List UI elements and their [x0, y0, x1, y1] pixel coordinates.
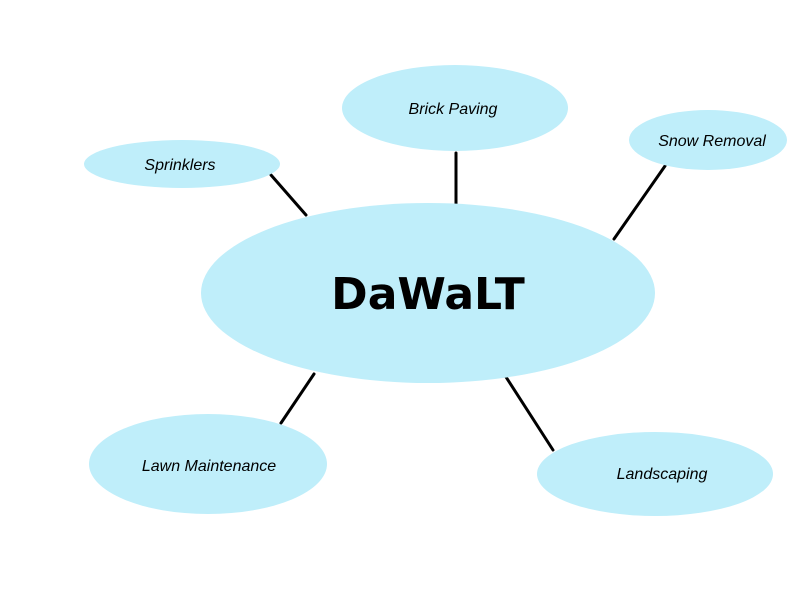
node-bubble: [89, 414, 327, 514]
connector-sprinklers: [269, 173, 308, 217]
connector-snow-removal: [612, 164, 667, 241]
node-bubble: [537, 432, 773, 516]
connector-lawn-maintenance: [279, 372, 316, 425]
node-lawn-maintenance: Lawn Maintenance: [89, 414, 327, 514]
node-bubble: [629, 110, 787, 170]
node-label: Sprinklers: [144, 157, 215, 174]
node-brick-paving: Brick Paving: [342, 65, 568, 151]
node-bubble: [84, 140, 280, 188]
node-snow-removal: Snow Removal: [629, 110, 787, 170]
node-label: Lawn Maintenance: [142, 458, 276, 475]
node-label: Brick Paving: [409, 101, 498, 118]
center-node: DaWaLT: [201, 203, 655, 383]
node-sprinklers: Sprinklers: [84, 140, 280, 188]
node-label: Landscaping: [617, 466, 708, 483]
node-landscaping: Landscaping: [537, 432, 773, 516]
center-label: DaWaLT: [331, 269, 525, 320]
node-bubble: [342, 65, 568, 151]
connector-landscaping: [504, 375, 555, 452]
node-label: Snow Removal: [658, 133, 766, 150]
center-bubble: [201, 203, 655, 383]
